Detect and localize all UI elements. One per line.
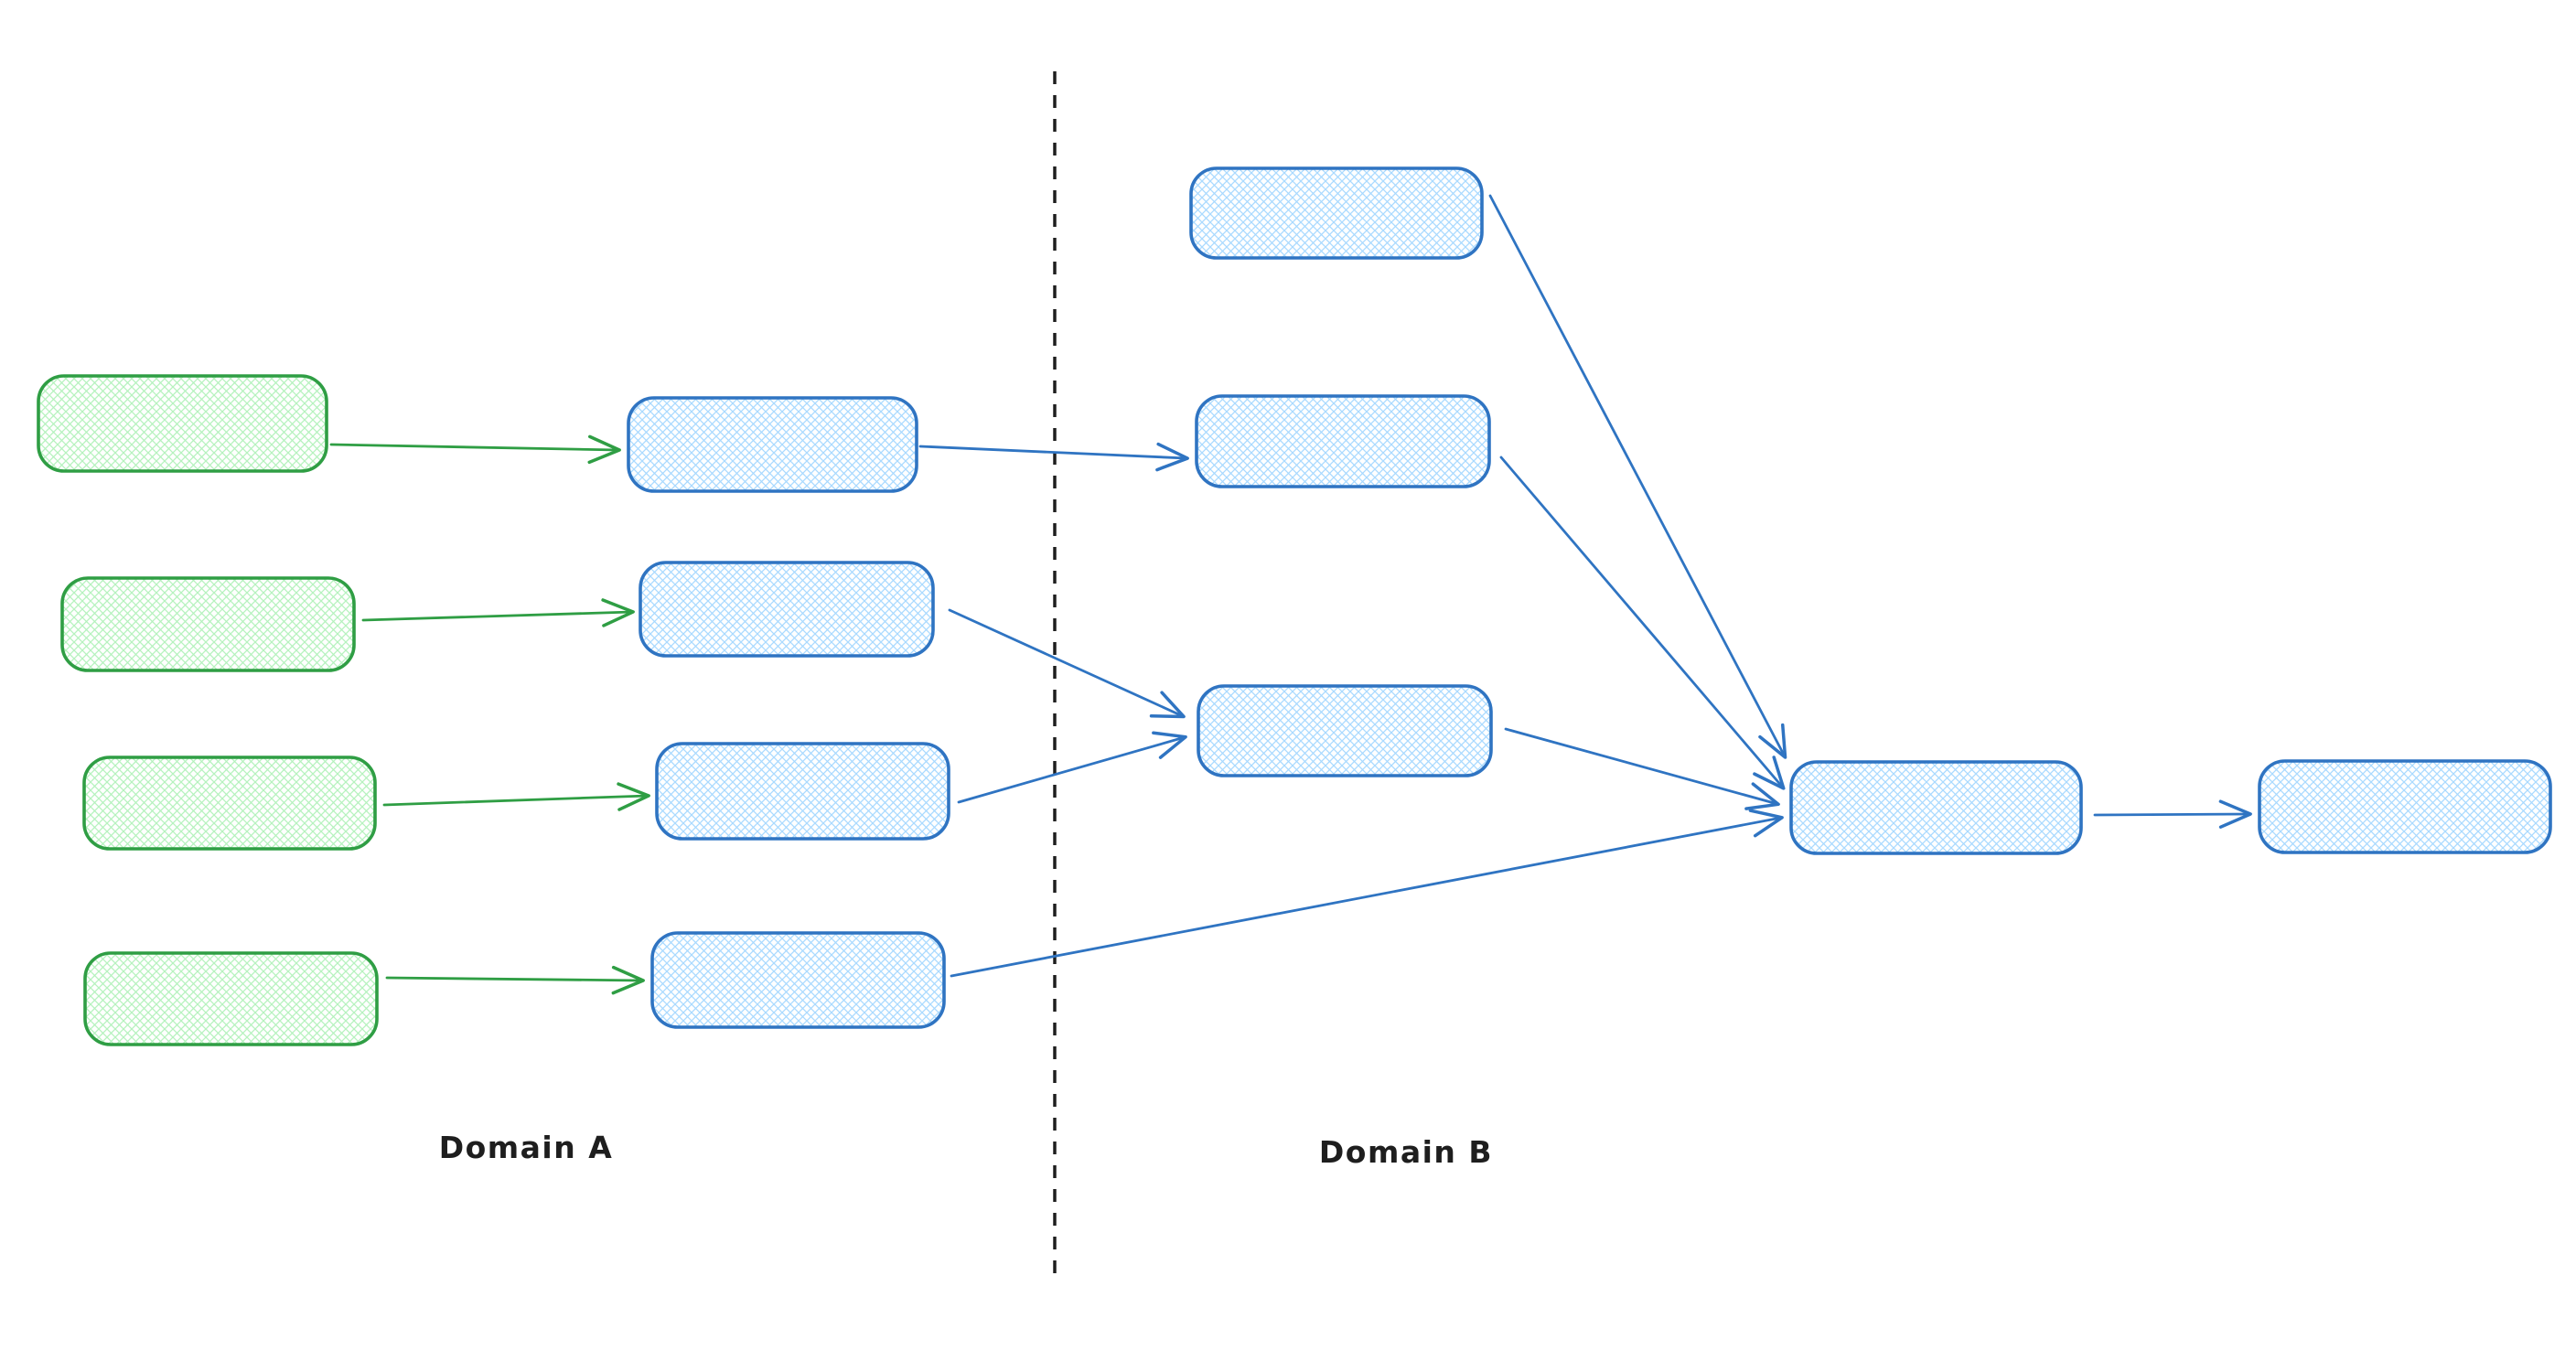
edge-green-box-1-to-blue-box-a1 — [329, 434, 621, 465]
node-blue-box-b1-shape — [1189, 166, 1484, 260]
node-green-box-4-shape — [83, 951, 379, 1046]
edge-blue-box-a2-to-blue-box-b3 — [948, 608, 1186, 719]
nodes-layer — [37, 166, 2552, 1046]
node-blue-box-b1 — [1189, 166, 1484, 260]
node-blue-box-a3-shape — [655, 742, 950, 841]
node-blue-box-b2 — [1195, 394, 1491, 488]
edge-green-box-3-to-blue-box-a3 — [382, 782, 650, 811]
node-blue-box-b2-shape — [1195, 394, 1491, 488]
node-blue-box-a3 — [655, 742, 950, 841]
node-blue-box-a2-shape — [639, 561, 935, 658]
edge-blue-box-b1-to-blue-box-b-merge — [1488, 194, 1787, 759]
domain-b-label: Domain B — [1319, 1134, 1493, 1170]
node-green-box-2 — [60, 576, 356, 672]
node-blue-box-a4-shape — [650, 931, 946, 1029]
edges-layer — [329, 194, 2252, 995]
node-blue-box-b3 — [1197, 684, 1493, 777]
node-blue-box-b-merge-shape — [1789, 760, 2083, 855]
node-blue-box-a2 — [639, 561, 935, 658]
edge-blue-box-b2-to-blue-box-b-merge — [1499, 456, 1786, 790]
edge-green-box-4-to-blue-box-a4 — [385, 965, 645, 995]
edge-blue-box-a1-to-blue-box-b2 — [918, 442, 1189, 472]
node-green-box-4 — [83, 951, 379, 1046]
node-blue-box-b3-shape — [1197, 684, 1493, 777]
node-blue-box-b-final — [2258, 759, 2552, 854]
edge-blue-box-b3-to-blue-box-b-merge — [1504, 727, 1780, 810]
node-green-box-3-shape — [82, 756, 377, 851]
edge-blue-box-a3-to-blue-box-b3 — [957, 731, 1187, 804]
node-green-box-2-shape — [60, 576, 356, 672]
node-green-box-1-shape — [37, 374, 328, 473]
node-blue-box-b-merge — [1789, 760, 2083, 855]
node-green-box-3 — [82, 756, 377, 851]
edge-blue-box-a4-to-blue-box-b-merge — [950, 809, 1784, 978]
node-blue-box-b-final-shape — [2258, 759, 2552, 854]
node-blue-box-a4 — [650, 931, 946, 1029]
node-green-box-1 — [37, 374, 328, 473]
node-blue-box-a1 — [627, 396, 918, 493]
node-blue-box-a1-shape — [627, 396, 918, 493]
edge-blue-box-b-merge-to-blue-box-b-final — [2093, 799, 2252, 829]
domain-a-label: Domain A — [439, 1130, 614, 1165]
edge-green-box-2-to-blue-box-a2 — [361, 598, 635, 627]
